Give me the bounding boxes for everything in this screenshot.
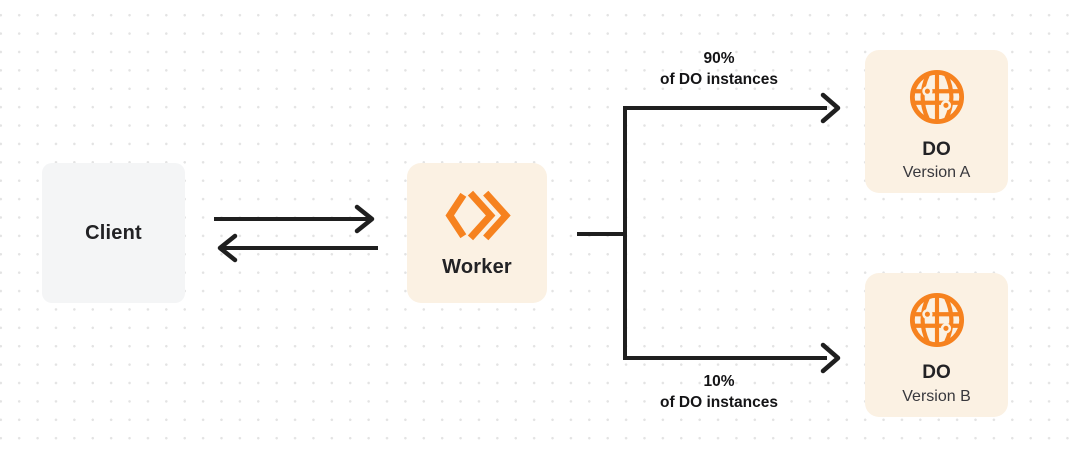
workers-logo-icon: [445, 190, 511, 240]
arrowhead-left-icon: [217, 233, 238, 263]
do-b-title: DO: [922, 362, 951, 384]
globe-icon: [909, 293, 964, 348]
bottom-branch-label: 10% of DO instances: [619, 371, 819, 413]
arrowhead-do-b-icon: [820, 342, 841, 374]
arrowhead-do-a-icon: [820, 92, 841, 124]
do-a-title: DO: [922, 138, 951, 160]
worker-node: Worker: [407, 163, 547, 303]
branch-connector: [623, 106, 827, 360]
do-version-a-node: DO Version A: [865, 50, 1008, 193]
bottom-branch-caption: of DO instances: [660, 394, 778, 411]
globe-icon: [909, 69, 964, 124]
client-node: Client: [42, 163, 185, 303]
do-a-subtitle: Version A: [902, 164, 971, 182]
do-b-subtitle: Version B: [902, 387, 971, 405]
bottom-branch-percent: 10%: [703, 373, 735, 390]
arrowhead-right-icon: [354, 204, 375, 234]
worker-label: Worker: [442, 255, 512, 278]
client-label: Client: [85, 221, 142, 244]
top-branch-label: 90% of DO instances: [619, 48, 819, 90]
top-branch-percent: 90%: [703, 50, 735, 67]
top-branch-caption: of DO instances: [660, 71, 778, 88]
do-version-b-node: DO Version B: [865, 273, 1008, 417]
